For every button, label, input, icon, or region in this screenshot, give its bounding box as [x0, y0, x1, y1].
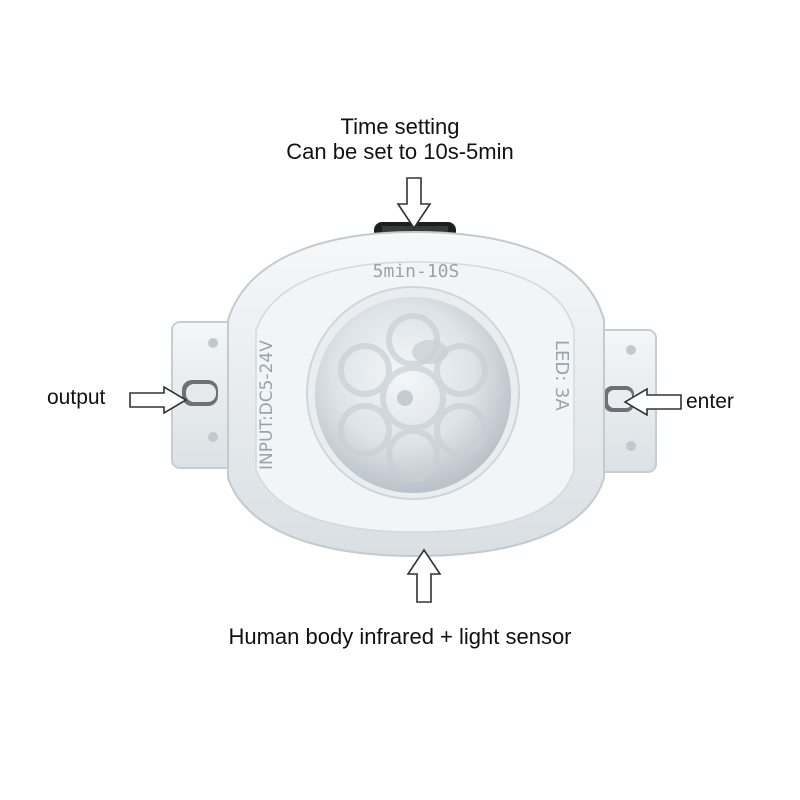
knob-range-marking: 5min-10S	[373, 261, 460, 282]
output-label: output	[47, 386, 106, 409]
enter-label: enter	[686, 390, 734, 413]
arrow-left-icon	[623, 387, 682, 417]
time-setting-range: Can be set to 10s-5min	[286, 139, 514, 165]
arrow-down-icon	[396, 177, 432, 230]
time-setting-title: Time setting	[340, 114, 460, 139]
infrared-lens	[306, 286, 520, 500]
sensor-label: Human body infrared + light sensor	[228, 624, 572, 649]
input-voltage-marking: INPUT:DC5-24V	[257, 340, 277, 470]
led-rating-marking: LED: 3A	[551, 340, 572, 412]
left-mounting-tab	[171, 321, 243, 469]
arrow-up-icon	[406, 548, 442, 603]
arrow-right-icon	[129, 385, 188, 415]
time-setting-label: Time setting Can be set to 10s-5min	[0, 114, 800, 165]
